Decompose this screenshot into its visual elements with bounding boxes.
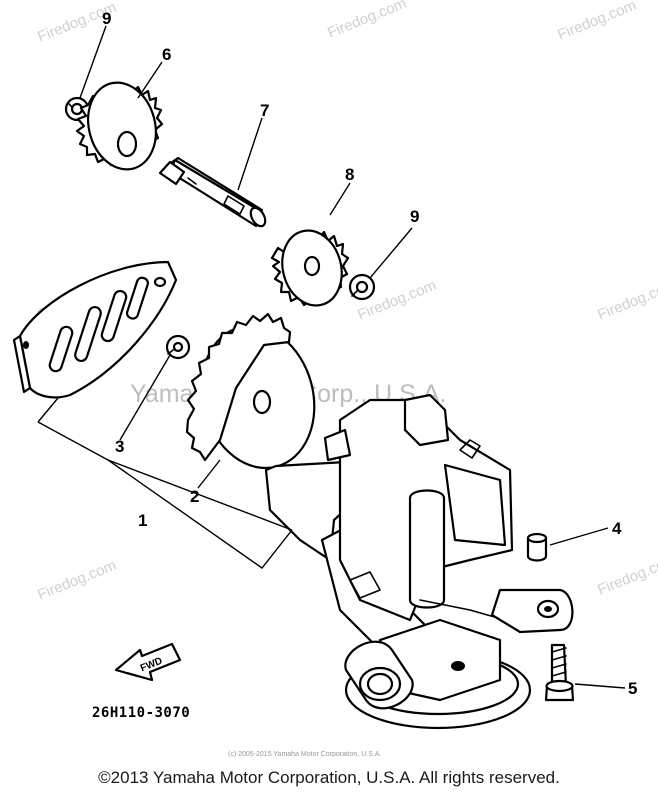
mounting-bolt [544,643,575,702]
circlip-right [348,273,376,301]
copyright-notice: ©2013 Yamaha Motor Corporation, U.S.A. A… [98,768,560,787]
callout-numbers: 9 6 7 8 9 3 2 1 4 5 [102,9,637,698]
callout-5: 5 [628,679,637,698]
callout-6: 6 [162,45,171,64]
watermark-site: Firedog.com [595,552,658,599]
callout-1: 1 [138,511,147,530]
callout-7: 7 [260,101,269,120]
watermark-site: Firedog.com [325,0,409,42]
callout-8: 8 [345,165,354,184]
watermark-site: Firedog.com [555,0,639,44]
image-credit: (c) 2005-2015 Yamaha Motor Corporation, … [228,751,381,758]
gear-middle [270,229,350,307]
callout-2: 2 [190,487,199,506]
callout-3: 3 [115,437,124,456]
callout-9-right: 9 [410,207,419,226]
leader-lines [37,25,626,689]
pump-cover [12,260,178,399]
diagram-code: 26H110-3070 [92,705,190,721]
watermark-site: Firedog.com [35,557,119,604]
forward-arrow: FWD [114,642,182,682]
clip-small [165,334,191,360]
gear-large [185,312,316,470]
callout-9-top: 9 [102,9,111,28]
watermark-site: Firedog.com [595,277,658,324]
gear-small-top [75,81,164,171]
oil-pump-body [264,393,574,730]
callout-4: 4 [612,519,622,538]
dowel-pin [526,532,548,562]
drive-shaft [158,156,267,228]
